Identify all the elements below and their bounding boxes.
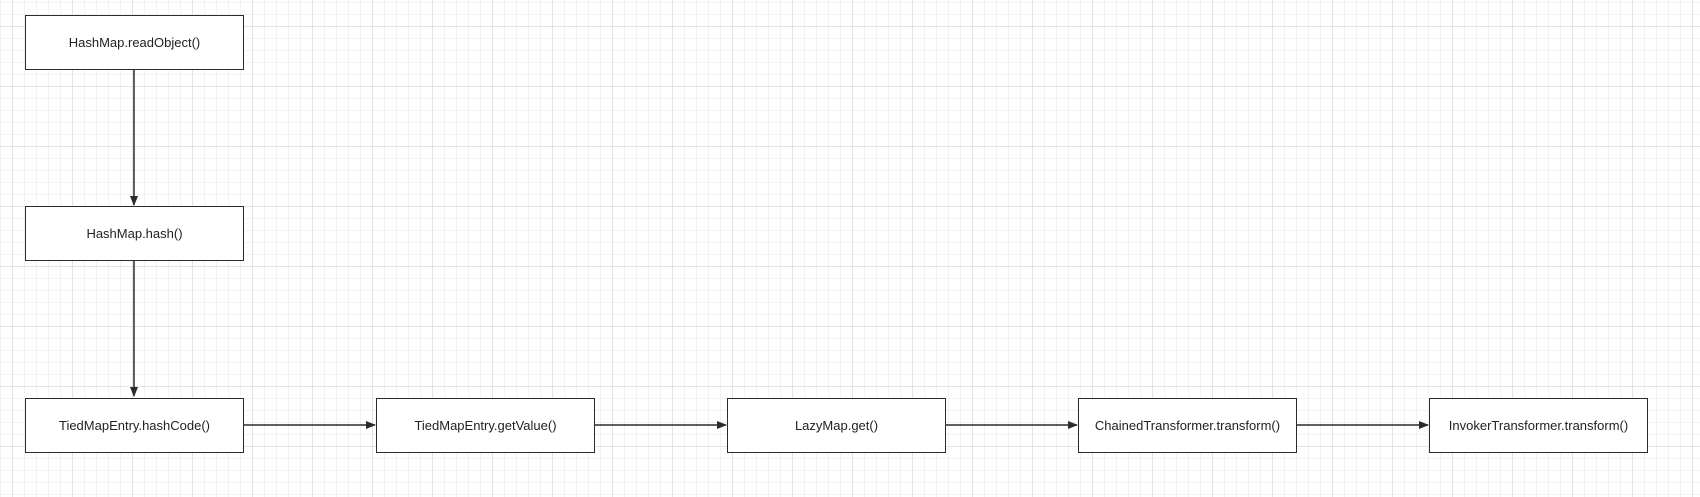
node-lazymap-get[interactable]: LazyMap.get()	[727, 398, 946, 453]
node-tiedmapentry-hashcode[interactable]: TiedMapEntry.hashCode()	[25, 398, 244, 453]
node-hashmap-hash[interactable]: HashMap.hash()	[25, 206, 244, 261]
node-hashmap-readobject[interactable]: HashMap.readObject()	[25, 15, 244, 70]
node-chainedtransformer-transform[interactable]: ChainedTransformer.transform()	[1078, 398, 1297, 453]
node-tiedmapentry-getvalue[interactable]: TiedMapEntry.getValue()	[376, 398, 595, 453]
node-invokertransformer-transform[interactable]: InvokerTransformer.transform()	[1429, 398, 1648, 453]
